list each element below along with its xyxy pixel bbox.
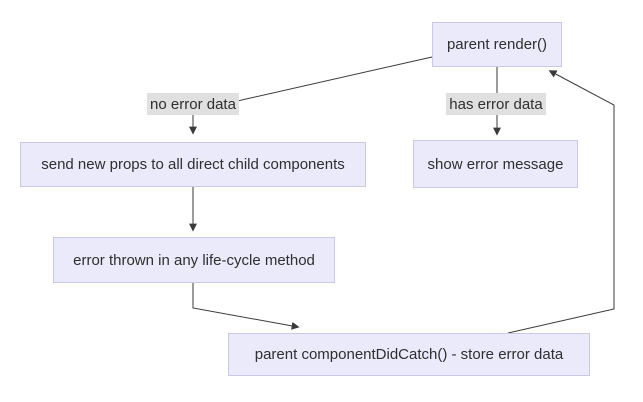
edge-error-thrown-to-component-did-catch (192, 283, 300, 330)
edge-component-did-catch-to-parent-render (507, 70, 615, 334)
edge-label-has-error-data: has error data (446, 93, 546, 115)
node-show-error-message: show error message (413, 140, 578, 188)
node-parent-render: parent render() (432, 22, 562, 67)
node-send-new-props: send new props to all direct child compo… (20, 142, 366, 187)
node-component-did-catch: parent componentDidCatch() - store error… (228, 333, 590, 376)
edge-label-no-error-data: no error data (147, 93, 239, 115)
node-error-thrown: error thrown in any life-cycle method (53, 237, 335, 283)
